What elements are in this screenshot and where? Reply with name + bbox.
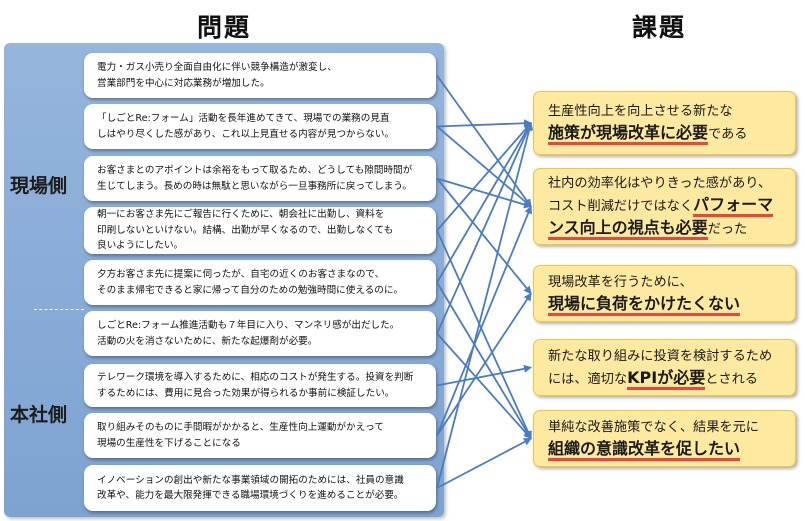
connection-arrow — [436, 364, 532, 387]
issue-text: コスト削減だけではなく — [548, 199, 694, 214]
issue-text: 新たな取り組みに投資を検討するため — [548, 348, 773, 364]
problems-header: 問題 — [197, 13, 252, 42]
issue-line: には、適切なKPIが必要とされる — [548, 367, 789, 390]
connection-arrow — [436, 332, 532, 440]
issue-text: 生産性向上を向上させる新たな — [548, 104, 733, 119]
problem-box: 「しごとRe:フォーム」活動を長年進めてきて、現場での業務の見直 しはやり尽くし… — [84, 104, 436, 149]
issue-emphasis-text: 現場に負荷をかけたくない — [548, 293, 741, 316]
issue-line: 現場に負荷をかけたくない — [548, 293, 789, 316]
problem-box: お客さまとのアポイントは余裕をもって取るため、どうしても隙間時間が 生じてしまう… — [84, 156, 436, 201]
issue-box: 現場改革を行うために、現場に負荷をかけたくない — [533, 265, 796, 322]
issue-box: 単純な改善施策でなく、結果を元に組織の意識改革を促したい — [533, 410, 796, 467]
problem-box: 朝一にお客さま先にご報告に行くために、朝会社に出勤し、資料を 印刷しないといけな… — [84, 207, 436, 254]
issue-emphasis-text: 組織の意識改革を促したい — [548, 438, 741, 461]
issue-emphasis-text: パフォーマ — [693, 195, 774, 217]
connection-arrow — [436, 119, 532, 128]
connection-arrow — [436, 122, 532, 283]
issue-text: だった — [707, 222, 748, 237]
issue-text: である — [708, 127, 748, 142]
issue-box: 社内の効率化はやりきった感があり、コスト削減だけではなくパフォーマンス向上の視点… — [533, 168, 796, 245]
connection-arrow — [436, 292, 532, 436]
connection-arrow — [436, 125, 532, 208]
connection-arrow — [436, 282, 532, 440]
issue-text: とされる — [705, 371, 758, 387]
issue-emphasis-text: 施策が現場改革に必要 — [548, 123, 709, 145]
connection-arrow — [436, 122, 534, 489]
issue-line: コスト削減だけではなくパフォーマ — [548, 194, 789, 217]
issue-line: 組織の意識改革を促したい — [548, 438, 789, 461]
issue-line: 単純な改善施策でなく、結果を元に — [548, 417, 789, 438]
problem-box: しごとRe:フォーム推進活動も７年目に入り、マンネリ感が出だした。 活動の火を消… — [84, 311, 436, 356]
issue-box: 新たな取り組みに投資を検討するためには、適切なKPIが必要とされる — [533, 339, 796, 396]
issue-line: 現場改革を行うために、 — [548, 272, 789, 293]
connection-arrow — [436, 177, 532, 295]
issues-header: 課題 — [632, 13, 687, 42]
issue-text: 現場改革を行うために、 — [548, 274, 693, 290]
problem-box: テレワーク環境を導入するために、相応のコストが発生する。投資を判断 するためには… — [84, 364, 436, 407]
side-divider — [34, 309, 84, 310]
connection-arrow — [436, 177, 532, 209]
problem-box: 取り組みそのものに手間暇がかかると、生産性向上運動がかえって 現場の生産性を下げ… — [84, 413, 436, 458]
connection-arrow — [436, 74, 532, 208]
problem-box: イノベーションの創出や新たな事業領域の開拓のためには、社員の意識 改革や、能力を… — [84, 465, 436, 511]
issue-emphasis-text: KPIが必要 — [627, 367, 706, 390]
problem-box: 夕方お客さま先に提案に伺ったが、自宅の近くのお客さまなので、 そのまま帰宅できる… — [84, 260, 436, 305]
field-side-label: 現場側 — [10, 175, 68, 197]
problem-box: 電力・ガス小売り全面自由化に伴い競争構造が激変し、 営業部門を中心に対応業務が増… — [84, 53, 436, 98]
issue-text: 社内の効率化はやりきった感があり、 — [548, 176, 772, 191]
issue-line: 新たな取り組みに投資を検討するため — [548, 346, 789, 367]
issue-line: 施策が現場改革に必要である — [548, 122, 789, 145]
issue-line: 社内の効率化はやりきった感があり、 — [548, 173, 789, 194]
connection-arrow — [436, 205, 533, 436]
connection-arrow — [436, 437, 532, 489]
issue-text: 単純な改善施策でなく、結果を元に — [548, 419, 759, 435]
issue-text: には、適切な — [548, 371, 628, 387]
issue-box: 生産性向上を向上させる新たな施策が現場改革に必要である — [533, 91, 796, 155]
issue-emphasis-text: ンス向上の視点も必要 — [548, 218, 708, 240]
connection-arrow — [436, 122, 532, 334]
hq-side-label: 本社側 — [10, 404, 68, 426]
connection-arrow — [436, 122, 532, 232]
issue-line: ンス向上の視点も必要だった — [548, 217, 789, 240]
connection-arrow — [436, 230, 532, 440]
issue-line: 生産性向上を向上させる新たな — [548, 101, 789, 122]
